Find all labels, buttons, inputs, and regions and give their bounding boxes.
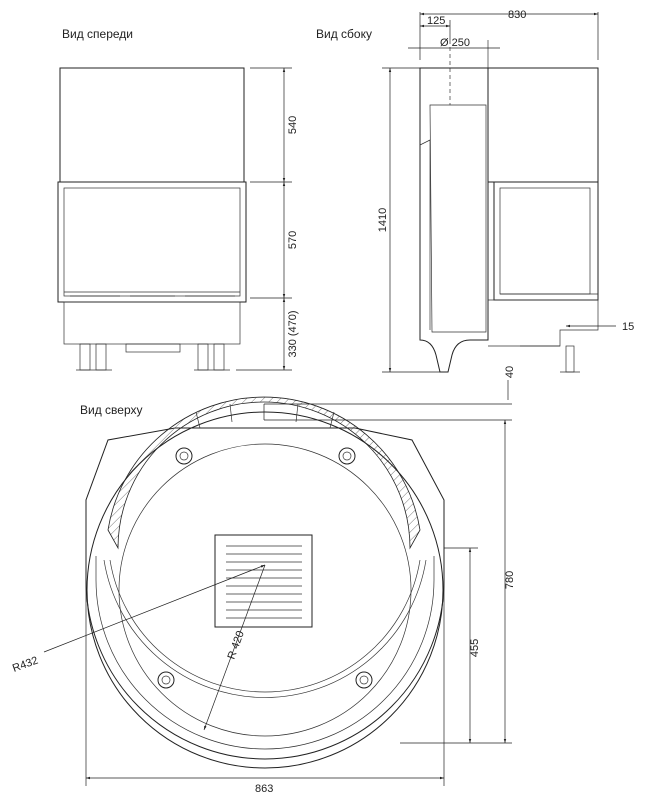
front-legs bbox=[76, 343, 230, 371]
side-view-label: Вид сбоку bbox=[316, 27, 372, 41]
top-view-label: Вид сверху bbox=[80, 403, 143, 417]
top-dim-front-depth: 455 bbox=[469, 639, 481, 657]
top-dim-inner-radius: R 420 bbox=[226, 629, 247, 661]
front-view: 540 570 330 (470) bbox=[57, 67, 299, 371]
front-dim-top: 540 bbox=[287, 116, 299, 134]
side-dim-depth: 830 bbox=[508, 9, 526, 21]
side-dim-flue-diameter: Ø 250 bbox=[440, 37, 470, 49]
top-dim-width: 863 bbox=[255, 783, 273, 795]
front-door-frame bbox=[57, 181, 247, 303]
top-dim-depth: 780 bbox=[504, 571, 516, 589]
front-dim-base: 330 (470) bbox=[287, 310, 299, 357]
side-dim-height: 1410 bbox=[377, 208, 389, 232]
front-hood bbox=[59, 67, 245, 183]
top-bolts bbox=[157, 447, 373, 689]
top-dim-outer-radius: R432 bbox=[11, 655, 40, 675]
side-door bbox=[493, 181, 599, 301]
top-housing bbox=[85, 427, 445, 548]
front-glass bbox=[63, 187, 241, 297]
top-outer-rim bbox=[86, 411, 444, 769]
front-base bbox=[63, 301, 241, 345]
top-back-wall bbox=[107, 396, 421, 550]
side-dim-leg: 40 bbox=[504, 366, 516, 378]
side-hood bbox=[487, 67, 599, 183]
side-dim-step: 15 bbox=[622, 321, 634, 333]
front-dim-door: 570 bbox=[287, 231, 299, 249]
top-view: R432 R 420 780 455 863 bbox=[11, 396, 516, 795]
side-body bbox=[419, 67, 489, 373]
top-grate bbox=[214, 534, 313, 628]
front-view-label: Вид спереди bbox=[62, 27, 133, 41]
side-dim-flue-offset: 125 bbox=[427, 15, 445, 27]
side-view: 830 125 Ø 250 1410 15 40 bbox=[377, 9, 634, 400]
top-firebox bbox=[118, 443, 412, 737]
